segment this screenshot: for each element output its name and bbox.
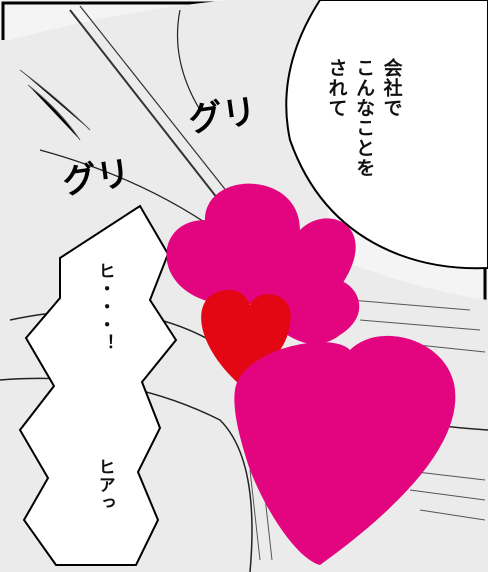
speech-bubble — [285, 0, 488, 270]
gasp-text-2: ヒアっ — [94, 458, 115, 512]
speech-line-1: 会社で — [380, 58, 403, 118]
figure-contour-4 — [176, 9, 201, 111]
censor-heart-2 — [272, 261, 360, 345]
gasp-text-1: ヒ・・・！ — [94, 262, 115, 352]
hatching — [19, 69, 486, 561]
sound-effect-1: グリ — [186, 91, 259, 141]
sound-effect-2: グリ — [60, 153, 133, 203]
speech-bubble-text: 会社で こんなことを されて — [322, 58, 405, 178]
speech-line-3: されて — [325, 58, 348, 118]
shout-bubble — [18, 204, 178, 566]
censor-heart-3 — [234, 335, 456, 565]
speech-line-2: こんなことを — [353, 58, 376, 178]
